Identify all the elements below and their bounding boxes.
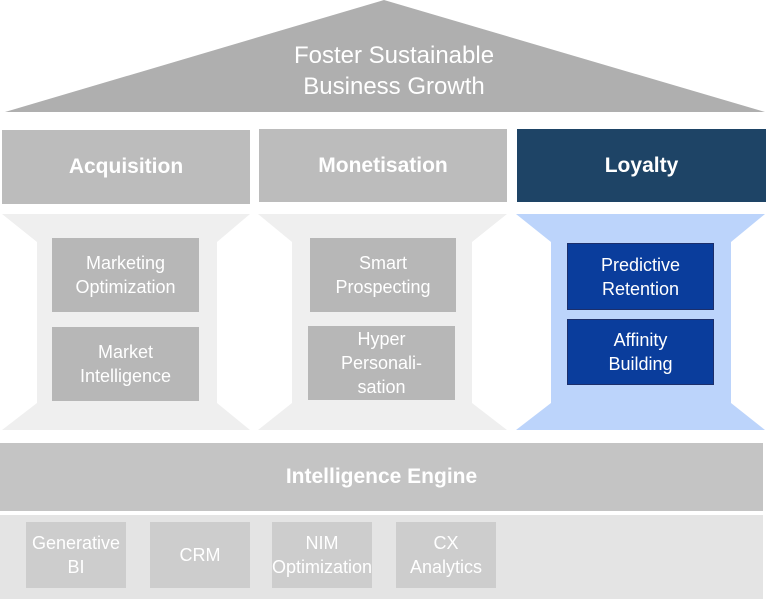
item-text-line: Intelligence <box>79 366 172 386</box>
tool-text-line: NIM <box>305 533 339 553</box>
tool-generative-bi: Generative BI <box>26 522 126 588</box>
roof-title: Foster Sustainable Business Growth <box>200 40 588 102</box>
tool-text-line: CX Analytics <box>409 533 483 577</box>
tool-text-line: Optimization <box>271 557 373 577</box>
intelligence-engine-bar: Intelligence Engine <box>0 443 763 511</box>
item-text-line: Optimization <box>75 277 176 297</box>
item-text-line: Smart <box>358 253 407 273</box>
item-text-line: sation <box>357 377 406 397</box>
item-text-line: Affinity <box>613 330 668 350</box>
tool-nim-optimization: NIM Optimization <box>272 522 372 588</box>
roof-title-line2: Business Growth <box>303 73 485 100</box>
roof-shape <box>5 0 765 112</box>
pillar-header-loyalty: Loyalty <box>517 129 766 202</box>
roof-title-line1: Foster Sustainable <box>293 42 495 69</box>
item-text-line: Building <box>608 354 673 374</box>
item-text-line: Personali- <box>340 353 423 373</box>
tool-text-line: CRM <box>179 545 221 565</box>
item-text-line: Prospecting <box>335 277 431 297</box>
foundation-base <box>0 515 763 599</box>
pillar-header-acquisition: Acquisition <box>2 130 250 204</box>
item-text-line: Marketing <box>85 253 165 273</box>
pillar-header-monetisation: Monetisation <box>259 129 507 202</box>
item-text-line: Hyper <box>357 329 406 349</box>
tool-crm: CRM <box>150 522 250 588</box>
item-text-line: Market <box>97 342 153 362</box>
tool-cx-analytics: CX Analytics <box>396 522 496 588</box>
item-text-line: Retention <box>601 278 680 299</box>
item-text-line: Predictive <box>600 254 681 275</box>
tool-text-line: Generative BI <box>31 533 121 577</box>
